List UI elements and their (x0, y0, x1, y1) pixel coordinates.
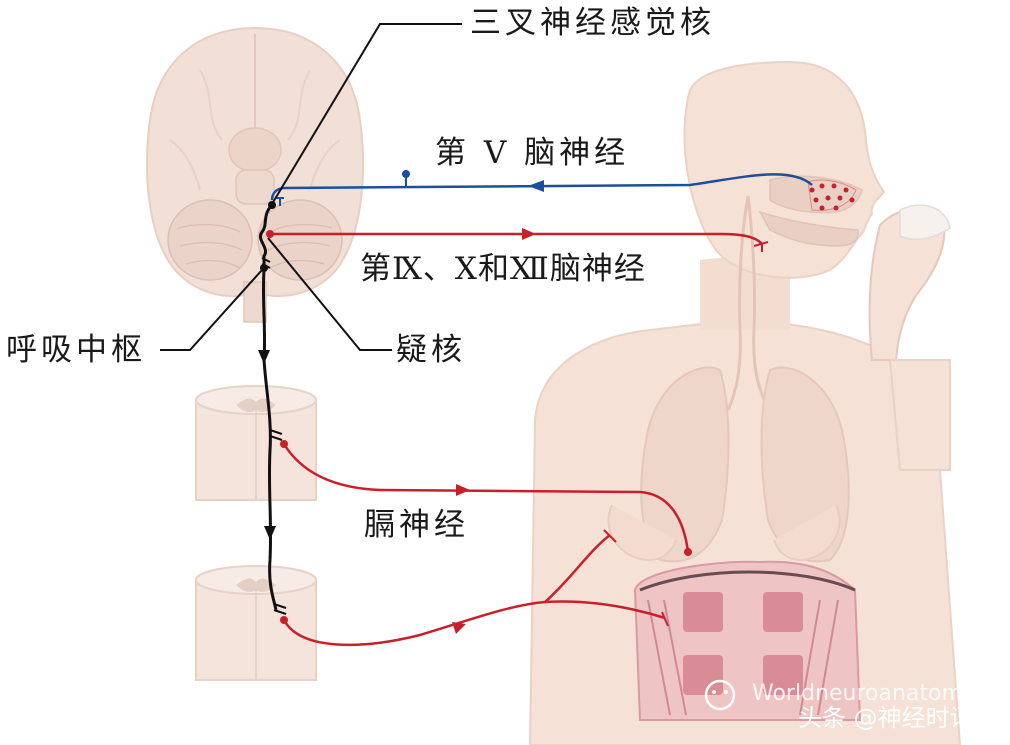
label-cranial-nerves-ix-x-xii: 第Ⅸ、Ⅹ和Ⅻ脑神经 (360, 251, 646, 287)
watermark-brand: Worldneuroanatomy (752, 681, 976, 706)
label-trigeminal-nucleus: 三叉神经感觉核 (470, 5, 715, 41)
label-nucleus-ambiguus: 疑核 (396, 332, 466, 368)
pathway-arrow (258, 350, 270, 364)
pathway-arrow (264, 526, 276, 540)
diaphragm-illustration (633, 560, 862, 721)
label-cranial-nerve-v: 第 V 脑神经 (435, 135, 630, 171)
nasal-mucosa-receptors (807, 179, 857, 211)
watermark-logo (704, 679, 736, 711)
central-respiratory-pathway (258, 201, 287, 615)
pathway-arrow (452, 622, 466, 634)
spinal-cord-lower-segment (195, 565, 317, 681)
pathway-arrow (528, 180, 544, 192)
phrenic-nerve-pathway (280, 440, 692, 647)
label-respiratory-center: 呼吸中枢 (6, 332, 146, 368)
trigeminal-sensory-pathway (270, 170, 813, 206)
brain-illustration (146, 26, 364, 323)
pathway-arrow (456, 484, 470, 496)
watermark-account: 头条 @神经时讯 (798, 704, 974, 732)
spinal-cord-upper-segment (195, 385, 317, 501)
pathway-arrow (522, 228, 536, 240)
label-phrenic-nerve: 膈神经 (364, 507, 469, 543)
cranial-motor-pathway (266, 228, 769, 252)
leader-lines (160, 23, 462, 351)
